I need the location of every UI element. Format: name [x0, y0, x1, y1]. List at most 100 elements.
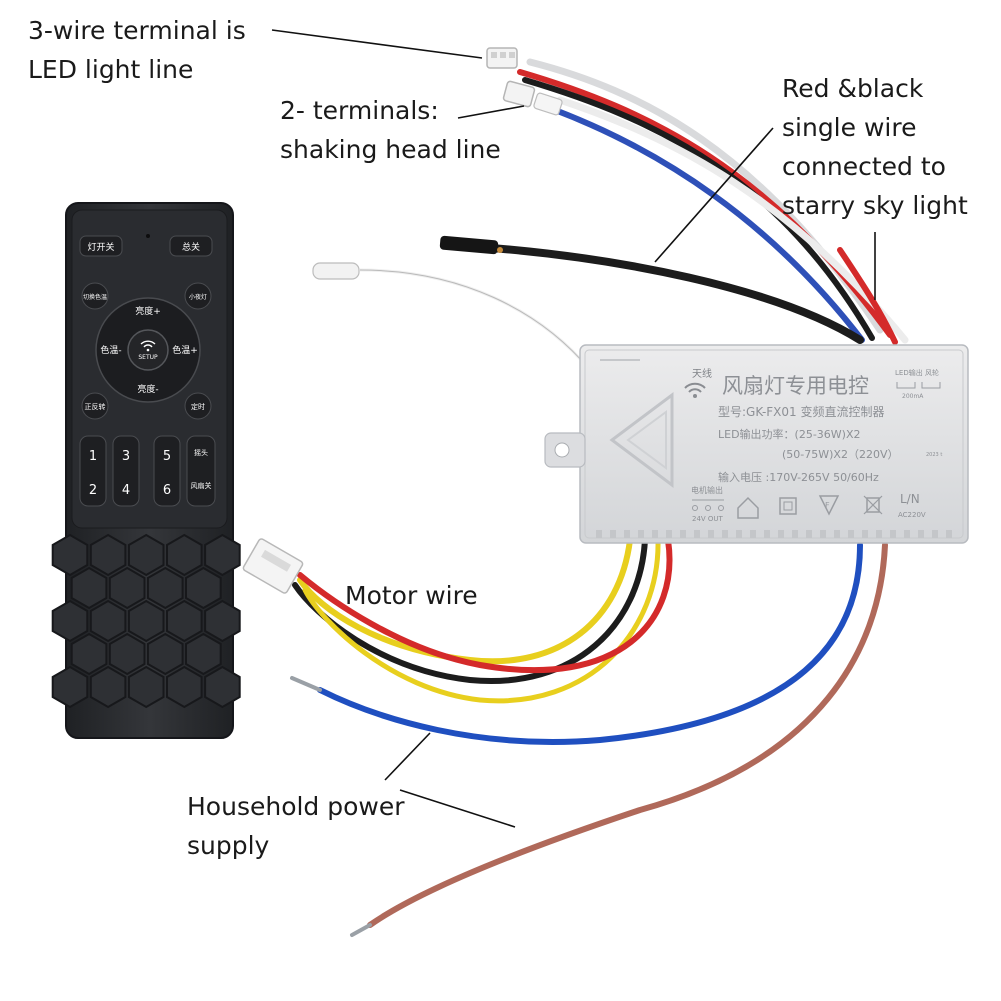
- leader-shaking-head: [457, 105, 525, 119]
- led-connector: [486, 47, 518, 69]
- speed-5-label: 5: [163, 449, 171, 464]
- color-switch-button[interactable]: 切换色温: [81, 282, 109, 310]
- notch: [792, 530, 798, 538]
- callout-starry-sky-line-1: Red &black: [782, 74, 924, 103]
- brightness-down-label: 亮度-: [137, 383, 158, 395]
- notch: [610, 530, 616, 538]
- notch: [932, 530, 938, 538]
- light-toggle-button[interactable]: 灯开关: [79, 235, 123, 257]
- notch: [624, 530, 630, 538]
- controller-title: 风扇灯专用电控: [722, 374, 869, 398]
- callout-motor-line-1: Motor wire: [345, 581, 478, 610]
- leader-lines: [271, 29, 876, 828]
- timer-button[interactable]: 定时: [184, 392, 212, 420]
- antenna-label: 天线: [692, 367, 712, 380]
- speed-3-4-button[interactable]: 3 4: [112, 435, 140, 507]
- hex-cell: [51, 665, 89, 709]
- led-out-terminal-icon: [896, 382, 941, 389]
- setup-label: SETUP: [138, 354, 158, 361]
- notch: [666, 530, 672, 538]
- brightness-up-label: 亮度+: [135, 305, 161, 317]
- controller-led-power: LED输出功率：(25-36W)X2: [718, 427, 861, 441]
- black-wire-sleeve: [439, 235, 503, 255]
- speed-3-label: 3: [122, 449, 130, 464]
- notch: [890, 530, 896, 538]
- notch: [806, 530, 812, 538]
- hex-grip-pattern: [51, 533, 241, 709]
- hex-cell: [70, 566, 108, 610]
- leader-led-terminal: [271, 29, 483, 59]
- triangle-emblem: [609, 392, 674, 488]
- notch: [736, 530, 742, 538]
- callout-power-line-1: Household power: [187, 792, 405, 821]
- square-icon: [779, 497, 797, 515]
- blue-wire-tip: [290, 676, 322, 692]
- speed-5-6-button[interactable]: 5 6: [153, 435, 181, 507]
- notch: [834, 530, 840, 538]
- remote-control: 灯开关 总关 切换色温 小夜灯 SETUP 亮度+ 亮度- 色温-: [51, 202, 241, 739]
- speed-1-2-button[interactable]: 1 2: [79, 435, 107, 507]
- controller-motor-out-voltage: 24V OUT: [692, 515, 724, 523]
- color-switch-label: 切换色温: [83, 293, 107, 301]
- callout-led-terminal-line-1: 3-wire terminal is: [28, 16, 246, 45]
- controller-ac: AC220V: [898, 511, 926, 519]
- antenna-tip: [312, 262, 360, 280]
- leader-starry-black: [654, 127, 774, 263]
- controller-box: 天线 风扇灯专用电控 型号:GK-FX01 变频直流控制器 LED输出功率：(2…: [544, 344, 969, 544]
- antenna-wire-edge: [359, 269, 591, 371]
- notch: [722, 530, 728, 538]
- hex-cell: [108, 632, 146, 676]
- notch: [778, 530, 784, 538]
- callout-led-terminal-line-2: LED light line: [28, 55, 194, 84]
- notch: [708, 530, 714, 538]
- callout-motor: Motor wire: [345, 576, 478, 615]
- hex-cell: [70, 632, 108, 676]
- speed-1-label: 1: [89, 449, 97, 464]
- callout-shaking-head: 2- terminals: shaking head line: [280, 91, 501, 169]
- blue-power-wire: [317, 542, 863, 745]
- notch: [904, 530, 910, 538]
- callout-starry-sky: Red &black single wire connected to star…: [782, 69, 968, 225]
- notch: [862, 530, 868, 538]
- callout-starry-sky-line-3: connected to: [782, 152, 946, 181]
- hex-cell: [89, 665, 127, 709]
- notch: [764, 530, 770, 538]
- ir-sensor: [146, 234, 150, 238]
- hex-cell: [185, 632, 222, 676]
- hex-cell: [166, 665, 203, 709]
- notch: [848, 530, 854, 538]
- callout-starry-sky-line-2: single wire: [782, 113, 917, 142]
- hex-cell: [51, 533, 89, 577]
- setup-wifi-icon: [140, 340, 156, 352]
- notch: [820, 530, 826, 538]
- speed-6-label: 6: [163, 483, 171, 498]
- notch: [652, 530, 658, 538]
- light-toggle-label: 灯开关: [87, 241, 114, 253]
- head-connector: [502, 80, 563, 116]
- wifi-icon: [684, 382, 706, 398]
- oscillate-fanoff-button[interactable]: 摇头 风扇关: [186, 435, 216, 507]
- reverse-button[interactable]: 正反转: [81, 392, 109, 420]
- controller-motor-out: 电机输出: [691, 485, 723, 495]
- hex-cell: [127, 665, 165, 709]
- leader-power-brown: [399, 789, 516, 828]
- red-motor-wire: [297, 537, 673, 673]
- svg-text:F: F: [825, 501, 830, 510]
- reverse-label: 正反转: [85, 402, 106, 411]
- hex-cell: [185, 566, 222, 610]
- master-off-button[interactable]: 总关: [169, 235, 213, 257]
- dpad[interactable]: SETUP 亮度+ 亮度- 色温- 色温+: [95, 297, 201, 403]
- oscillate-label: 摇头: [194, 448, 208, 457]
- color-temp-plus-label: 色温+: [172, 344, 198, 356]
- brown-wire-tip: [350, 923, 372, 937]
- notch: [946, 530, 952, 538]
- callout-starry-sky-line-4: starry sky light: [782, 191, 968, 220]
- hex-cell: [51, 599, 89, 643]
- hex-cell: [166, 599, 203, 643]
- wire-bundle-top: [359, 58, 909, 371]
- night-light-button[interactable]: 小夜灯: [184, 282, 212, 310]
- night-light-label: 小夜灯: [189, 293, 207, 301]
- notch: [876, 530, 882, 538]
- hex-cell: [127, 599, 165, 643]
- timer-label: 定时: [191, 402, 205, 411]
